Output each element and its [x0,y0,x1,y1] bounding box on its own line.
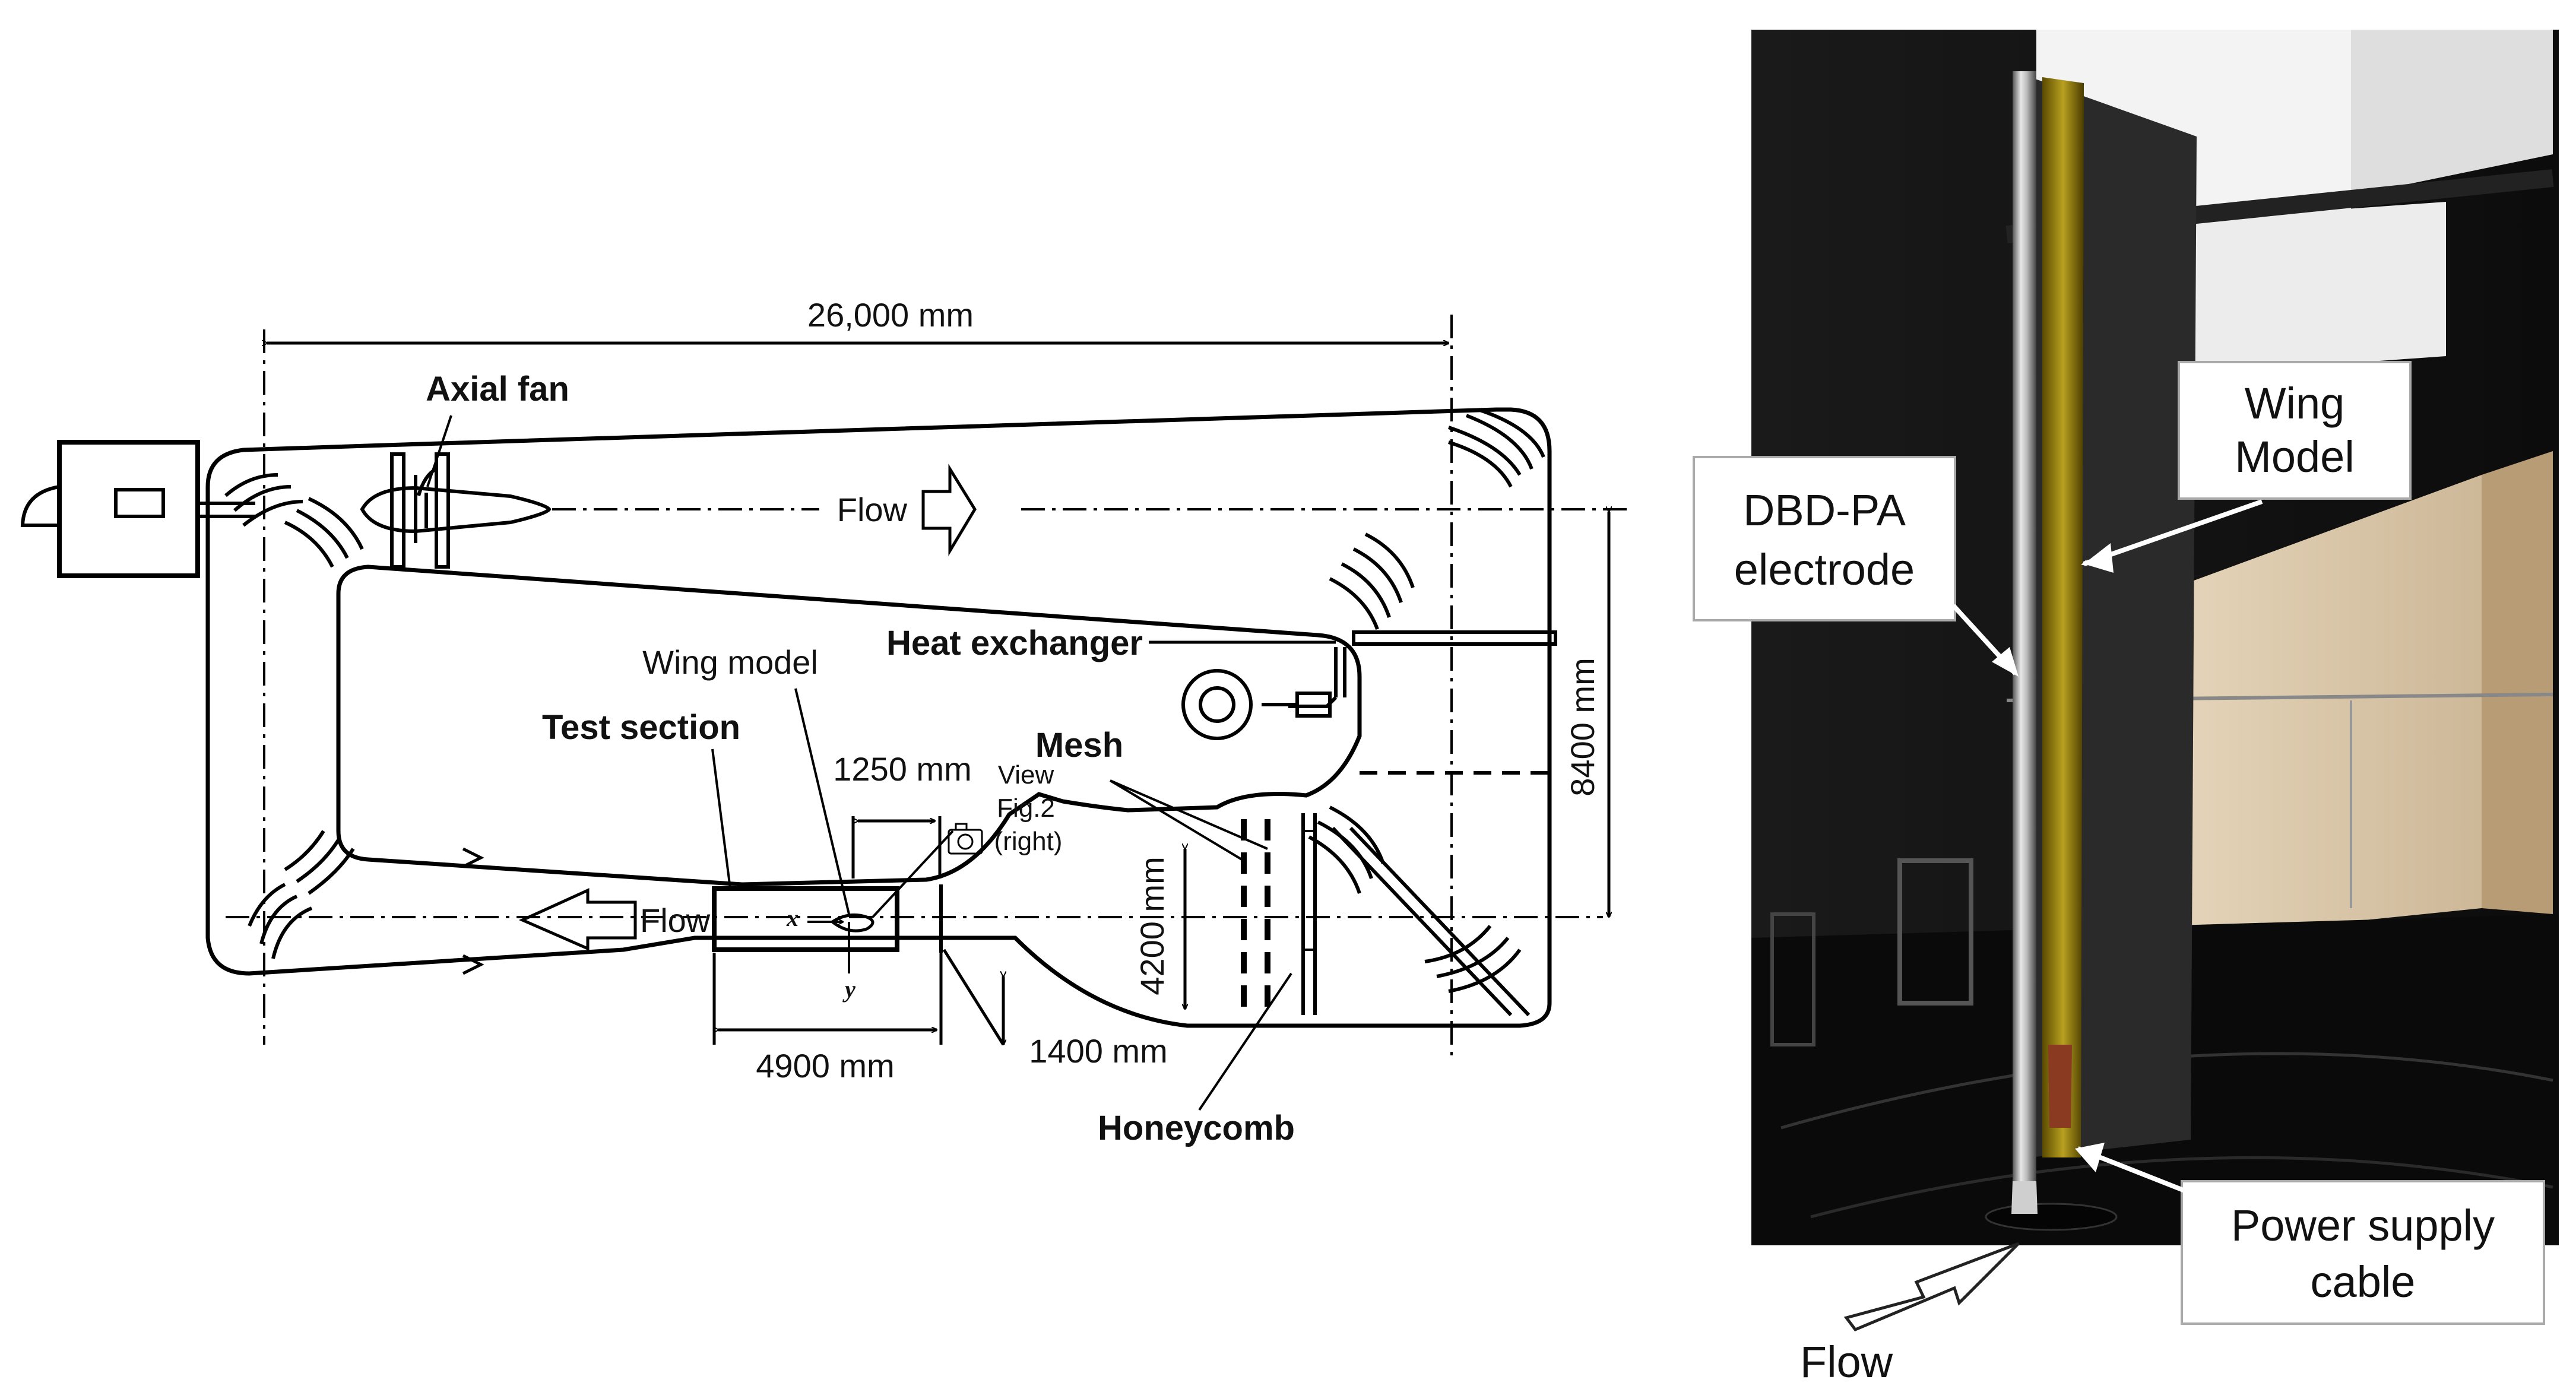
axis-y-label: y [842,976,856,1003]
photo-flow-label: Flow [1800,1337,1893,1386]
wing-photo [1693,30,2559,1332]
view-label-line3: (right) [994,827,1063,856]
mesh-label: Mesh [1035,726,1123,765]
cable-label-line2: cable [2311,1257,2416,1306]
wing-model-label: Wing model [642,643,818,681]
heat-exchanger-drawing [1149,630,1558,775]
ceiling-light-3 [2351,30,2553,196]
contraction-width-label: 4200 mm [1133,857,1171,995]
axial-fan-drawing [360,452,552,569]
inner-wall [336,564,1362,887]
outer-wall [205,407,1552,1028]
overall-length-label: 26,000 mm [807,296,974,334]
electrode-label-line1: DBD-PA [1743,486,1906,535]
schematic-labels: 26,000 mm Axial fan Flow Heat exchanger … [426,296,1601,1147]
leader-lines [426,415,1292,1111]
test-section-length-label: 4900 mm [756,1047,894,1084]
outlet-width-label: 1400 mm [1029,1032,1167,1070]
wing-model-callout [2178,361,2412,500]
mesh-honeycomb [1241,813,1531,1017]
test-section-drawing [712,884,943,973]
axis-x-label: x [786,905,799,931]
flow-label-top: Flow [837,491,908,528]
test-section-label: Test section [542,708,740,747]
flow-arrow-bottom [518,888,637,951]
ceiling-light-2 [2114,202,2446,380]
wing-model-photo-label-line2: Model [2235,432,2355,481]
axial-fan-label: Axial fan [426,370,569,408]
camera-icon [948,823,983,855]
cable-callout [2181,1180,2545,1325]
flow-arrow-top [921,464,977,557]
flow-label-bottom: Flow [640,902,711,939]
motor [20,440,255,578]
wing-model-photo-label-line1: Wing [2245,379,2345,428]
electrode-strip [2042,77,2084,1157]
dimension-lines [267,343,1609,1046]
honeycomb-label: Honeycomb [1098,1109,1295,1147]
tunnel-height-label: 8400 mm [1564,658,1601,796]
heat-exchanger-label: Heat exchanger [886,624,1143,662]
view-label-line2: Fig.2 [997,794,1055,823]
photo-flow-arrow [1843,1242,2020,1332]
view-label-line1: View [998,760,1054,789]
back-box [2191,475,2482,938]
cable-label-line1: Power supply [2231,1201,2495,1250]
photo-labels: Wing Model DBD-PA electrode Power supply… [1734,379,2495,1386]
electrode-label-line2: electrode [1734,545,1915,594]
electrode-callout [1693,456,1956,621]
wind-tunnel-schematic [20,315,1627,1111]
test-section-width-label: 1250 mm [833,750,971,788]
centerlines [226,315,1627,1057]
